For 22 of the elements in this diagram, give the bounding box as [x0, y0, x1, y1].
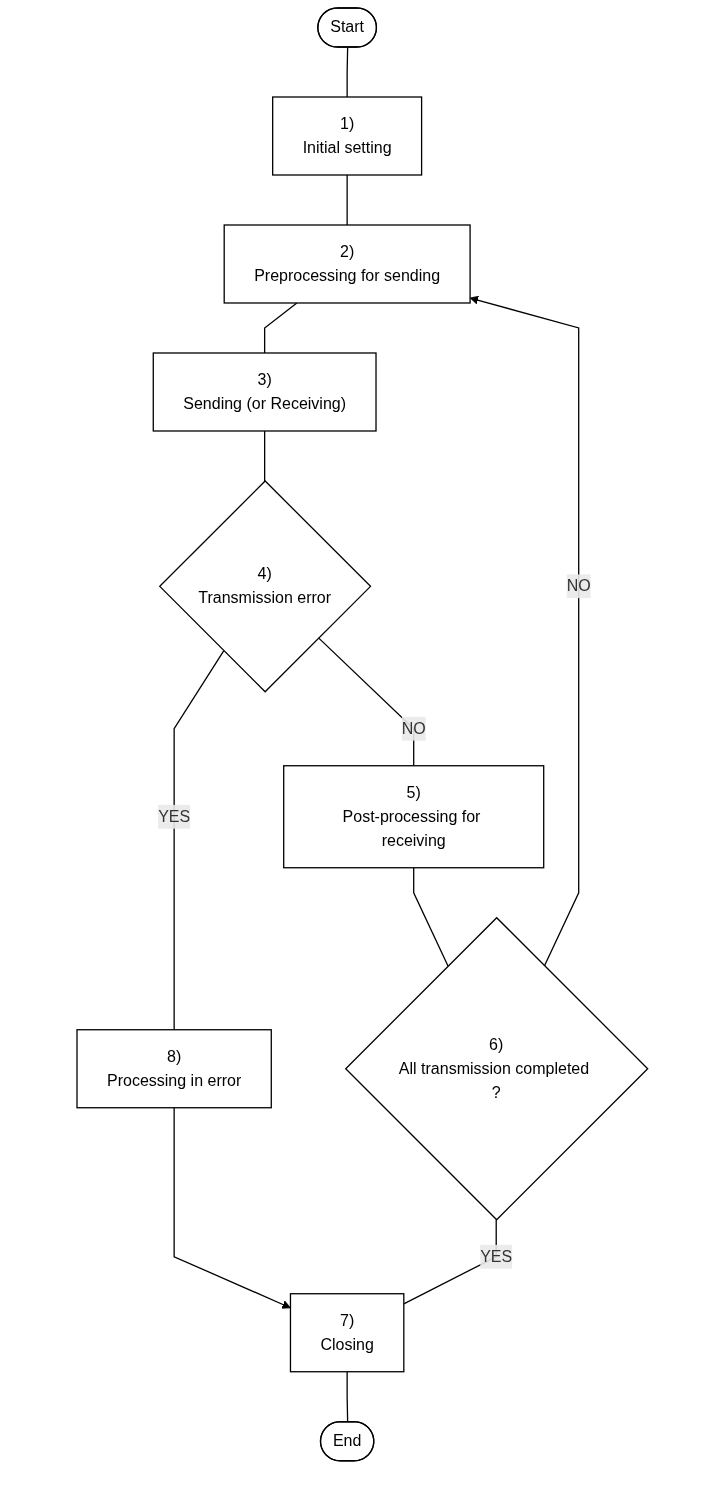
node-box: 2) Preprocessing for sending — [223, 224, 471, 304]
arrow — [173, 1107, 291, 1309]
connector — [413, 867, 449, 967]
connector — [318, 637, 415, 767]
node-diamond: 6) All transmission completed ? — [344, 916, 649, 1221]
node-diamond: 4) Transmission error — [159, 480, 372, 693]
connector — [346, 1371, 349, 1423]
connector — [346, 174, 348, 226]
connector — [264, 302, 298, 354]
connector — [173, 650, 225, 1031]
connector — [264, 430, 266, 482]
arrow — [469, 295, 580, 967]
edge-label: NO — [401, 719, 426, 737]
node-box: 8) Processing in error — [76, 1029, 273, 1109]
node-box: 5) Post-processing for receiving — [283, 765, 545, 869]
edge-label: YES — [158, 807, 191, 825]
edge-label: YES — [480, 1247, 513, 1265]
node-box: 7) Closing — [289, 1293, 405, 1373]
connector — [346, 46, 349, 98]
node-box: 3) Sending (or Receiving) — [152, 352, 377, 432]
edge-label: NO — [566, 577, 591, 595]
node-box: 1) Initial setting — [272, 96, 423, 176]
